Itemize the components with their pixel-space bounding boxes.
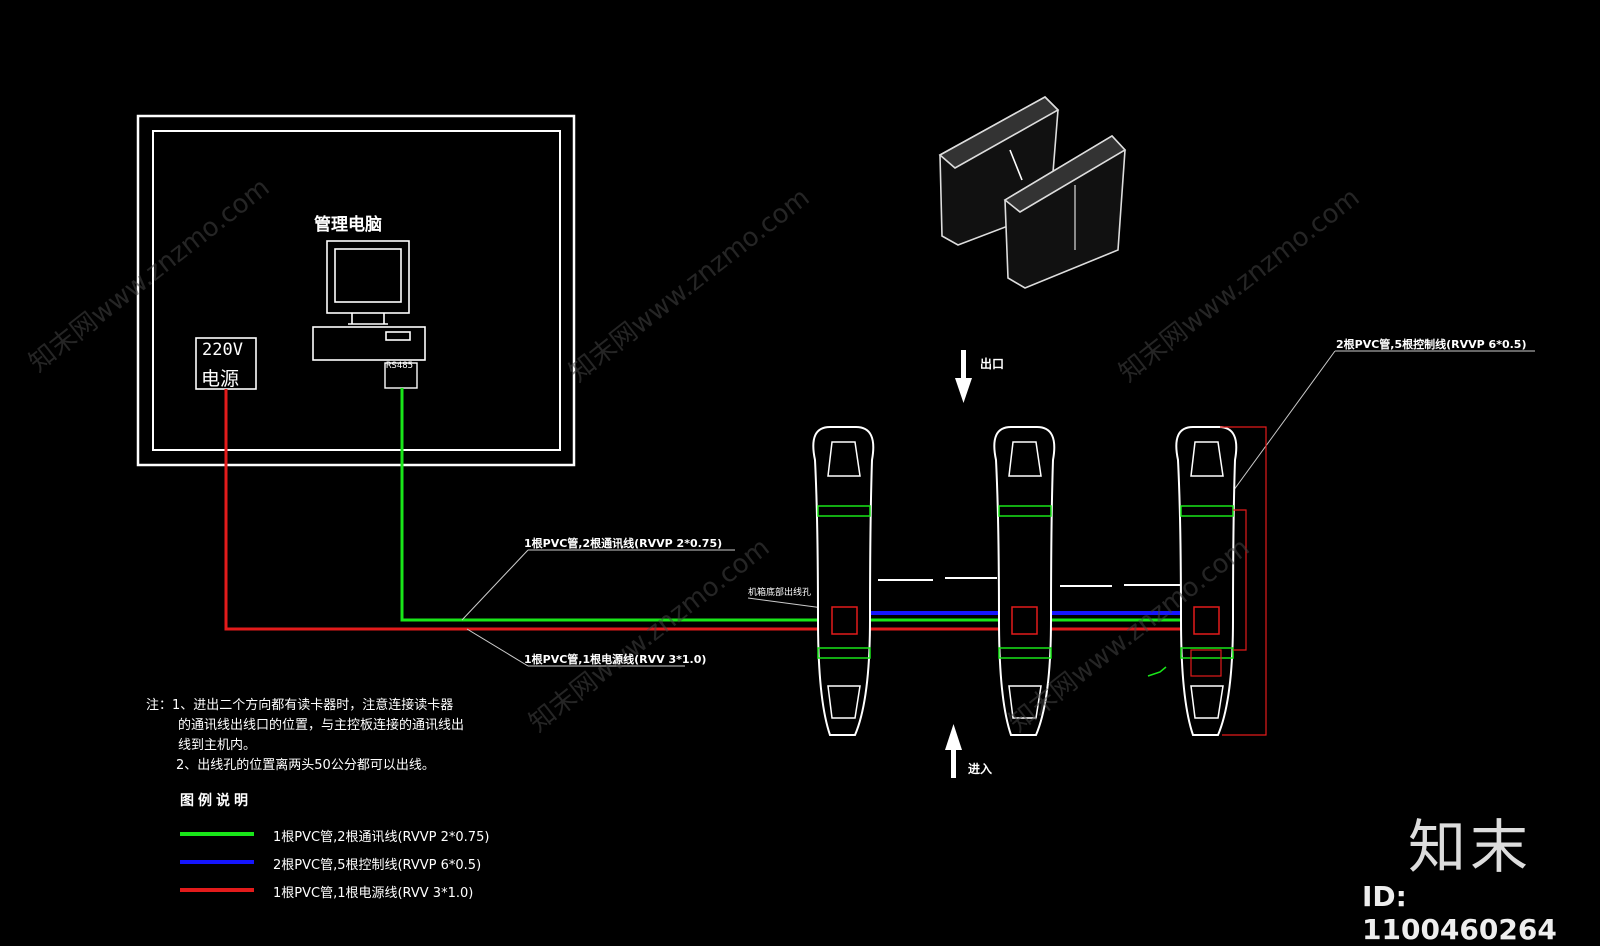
note-line-2: 的通讯线出线口的位置，与主控板连接的通讯线出: [178, 718, 465, 733]
blue-callout: 2根PVC管,5根控制线(RVVP 6*0.5): [1336, 338, 1527, 351]
wing-barriers: [878, 577, 1180, 587]
watermark-id: ID: 1100460264: [1362, 880, 1557, 946]
computer-label: 管理电脑: [314, 215, 382, 235]
legend-item-green: 1根PVC管,2根通讯线(RVVP 2*0.75): [273, 830, 490, 845]
power-label-text: 电源: [201, 368, 240, 390]
callout-leaders: [461, 350, 1535, 667]
note-line-3: 线到主机内。: [178, 738, 257, 753]
turnstile-left: [812, 426, 875, 736]
power-label-voltage: 220V: [202, 340, 243, 360]
rs485-label: RS485: [386, 361, 414, 371]
entry-arrow-icon: [945, 724, 962, 778]
turnstile-right: [1147, 426, 1267, 736]
legend-item-red: 1根PVC管,1根电源线(RVV 3*1.0): [273, 886, 474, 901]
watermark-logo: 知末: [1408, 813, 1533, 881]
computer-icon: [312, 240, 426, 361]
legend-item-blue: 2根PVC管,5根控制线(RVVP 6*0.5): [273, 858, 482, 873]
red-callout: 1根PVC管,1根电源线(RVV 3*1.0): [524, 653, 707, 666]
gate-outlet-label: 机箱底部出线孔: [748, 588, 812, 598]
exit-label: 出口: [980, 357, 1005, 371]
turnstile-middle: [993, 426, 1056, 736]
exit-arrow-icon: [955, 350, 972, 403]
entry-label: 进入: [968, 762, 993, 776]
control-room-inner-frame: [152, 130, 561, 451]
note-line-4: 2、出线孔的位置离两头50公分都可以出线。: [176, 758, 435, 773]
note-line-1: 注：1、进出二个方向都有读卡器时，注意连接读卡器: [146, 698, 454, 713]
red-wire: [224, 389, 1212, 631]
control-room-outer-frame: [136, 114, 576, 467]
green-callout: 1根PVC管,2根通讯线(RVVP 2*0.75): [524, 537, 723, 550]
green-wire: [400, 388, 1212, 622]
legend-title: 图例说明: [180, 793, 252, 809]
turnstile-3d-sketch: [938, 96, 1127, 289]
